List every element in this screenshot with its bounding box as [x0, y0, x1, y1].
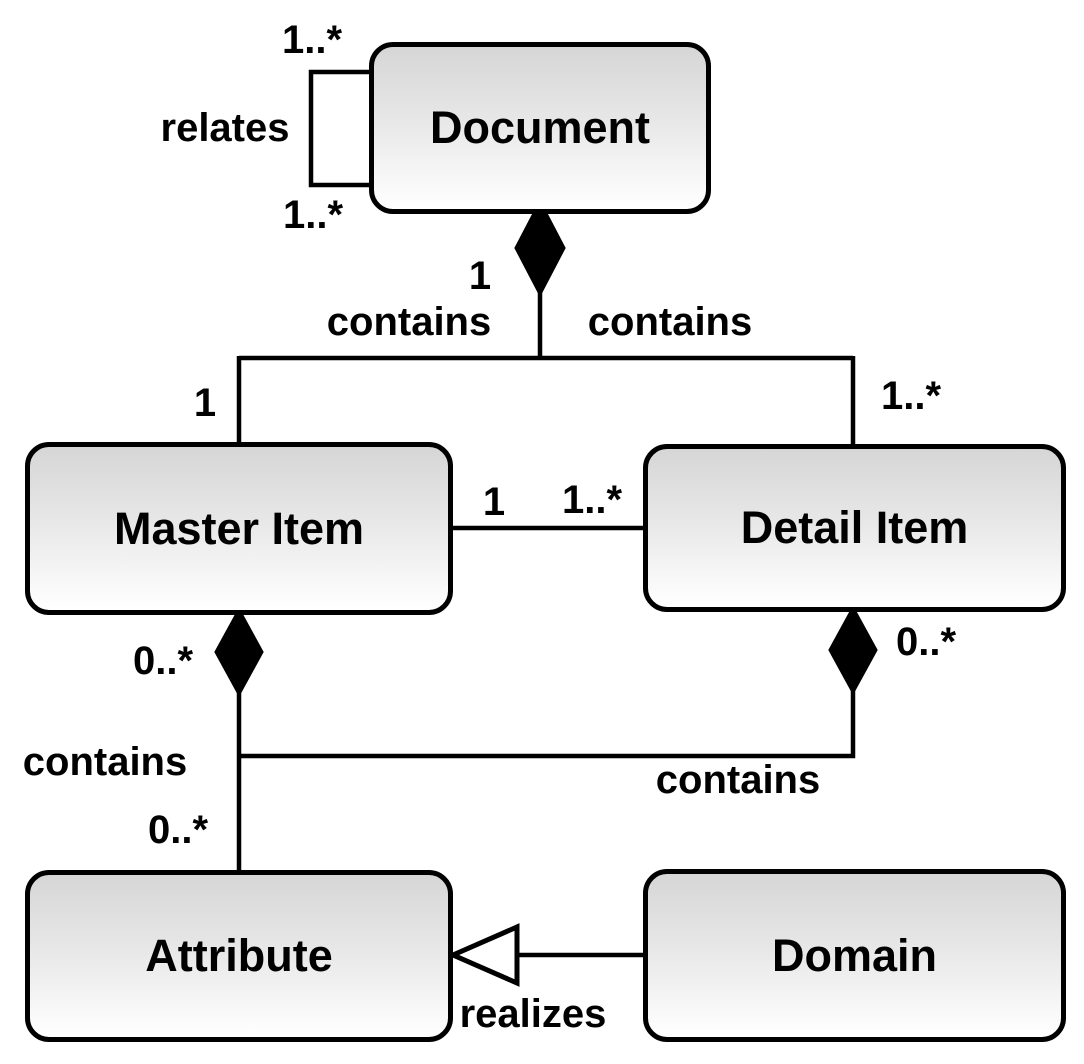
document-contains-connector-line	[236, 291, 856, 446]
relationship-name-contains-master-attribute: contains	[22, 740, 188, 784]
multiplicity-detail-attribute-whole: 0..*	[895, 620, 957, 664]
multiplicity-master-attribute-whole: 0..*	[132, 639, 194, 683]
class-box-document: Document	[369, 42, 711, 214]
relationship-name-contains-document-detail: contains	[587, 300, 753, 344]
class-box-domain: Domain	[643, 869, 1066, 1042]
relates-self-association-line	[308, 69, 371, 188]
relationship-name-contains-document-master: contains	[326, 300, 492, 344]
class-box-attribute: Attribute	[25, 870, 453, 1042]
multiplicity-document-whole: 1	[468, 254, 492, 298]
realization-triangle-arrowhead	[446, 923, 520, 987]
class-box-detail-item: Detail Item	[643, 444, 1066, 612]
relationship-name-relates: relates	[160, 106, 290, 150]
multiplicity-association-master-side: 1	[482, 480, 506, 524]
multiplicity-relates-bottom: 1..*	[282, 193, 344, 237]
multiplicity-master-item-end: 1	[193, 381, 217, 425]
class-title-domain: Domain	[771, 929, 937, 981]
class-title-attribute: Attribute	[145, 930, 333, 981]
class-title-detail-item: Detail Item	[740, 502, 969, 553]
detail-attribute-connector-line	[239, 688, 856, 759]
multiplicity-detail-item-end: 1..*	[880, 374, 942, 418]
multiplicity-association-detail-side: 1..*	[561, 478, 623, 522]
class-title-master-item: Master Item	[113, 502, 365, 554]
composition-diamond-master-item	[214, 606, 264, 698]
composition-diamond-document	[514, 198, 566, 298]
relationship-name-realizes: realizes	[459, 992, 607, 1036]
relationship-name-contains-detail-attribute: contains	[655, 758, 821, 802]
class-title-document: Document	[429, 102, 650, 153]
multiplicity-attribute-end: 0..*	[147, 808, 209, 852]
composition-diamond-detail-item	[828, 604, 878, 696]
class-box-master-item: Master Item	[25, 442, 453, 615]
multiplicity-relates-top: 1..*	[281, 18, 343, 62]
